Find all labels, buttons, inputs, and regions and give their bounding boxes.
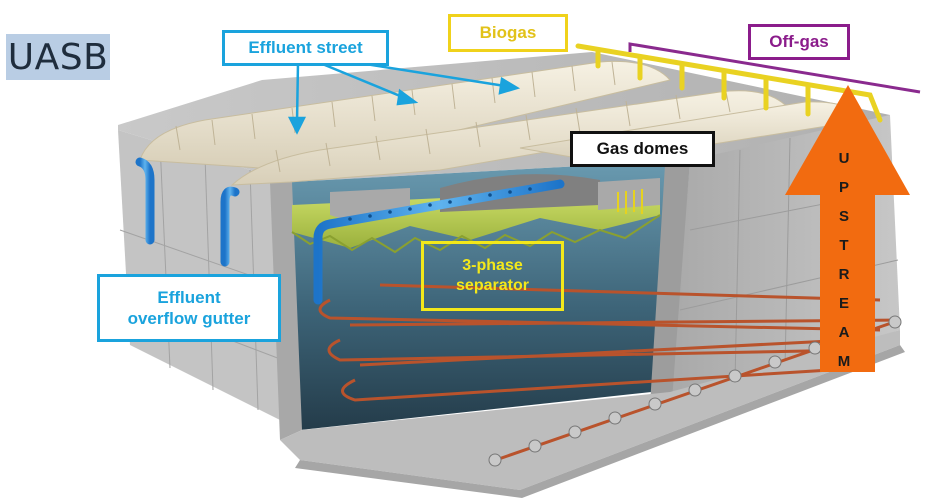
influent-distribution-pipes	[318, 283, 901, 464]
gas-collector-pipes	[617, 189, 643, 214]
upstream-letter: M	[837, 353, 851, 370]
three-phase-text-line1: 3-phase	[462, 257, 523, 274]
effluent-street-text: Effluent street	[248, 38, 363, 58]
effluent-overflow-text-line1: Effluent	[157, 287, 221, 307]
reactor-front-cut-wall	[270, 182, 302, 440]
effluent-overflow-text-line2: overflow gutter	[127, 309, 251, 328]
biogas-label: Biogas	[448, 14, 568, 52]
biogas-pipes	[575, 43, 883, 123]
upstream-letter: S	[838, 208, 849, 225]
upstream-letter: P	[838, 179, 849, 196]
gas-domes-label: Gas domes	[570, 131, 715, 167]
reactor-front-cut-right	[650, 160, 690, 405]
off-gas-text: Off-gas	[769, 32, 829, 52]
upstream-letter: U	[838, 150, 850, 167]
upstream-label: U P S T R E A M	[832, 150, 856, 370]
effluent-overflow-gutter-label: Effluent overflow gutter	[97, 274, 281, 342]
off-gas-label: Off-gas	[748, 24, 850, 60]
upstream-letter: E	[838, 295, 849, 312]
three-phase-separator-label: 3-phase separator	[421, 241, 564, 311]
effluent-collector-pipe	[313, 179, 565, 305]
effluent-overflow-pipes	[135, 157, 240, 267]
reactor-floor	[280, 330, 900, 490]
three-phase-text-line2: separator	[456, 277, 529, 294]
biogas-text: Biogas	[479, 23, 537, 43]
page-title: UASB	[6, 34, 110, 80]
dome-segment-lines	[175, 61, 731, 173]
effluent-street-label: Effluent street	[222, 30, 389, 66]
gas-domes-text: Gas domes	[596, 139, 689, 159]
upstream-letter: T	[839, 237, 849, 254]
off-gas-pipe	[628, 42, 921, 94]
upstream-letter: R	[838, 266, 850, 283]
upstream-arrow	[785, 85, 910, 372]
pipe-holes	[348, 187, 532, 221]
upstream-letter: A	[838, 324, 850, 341]
